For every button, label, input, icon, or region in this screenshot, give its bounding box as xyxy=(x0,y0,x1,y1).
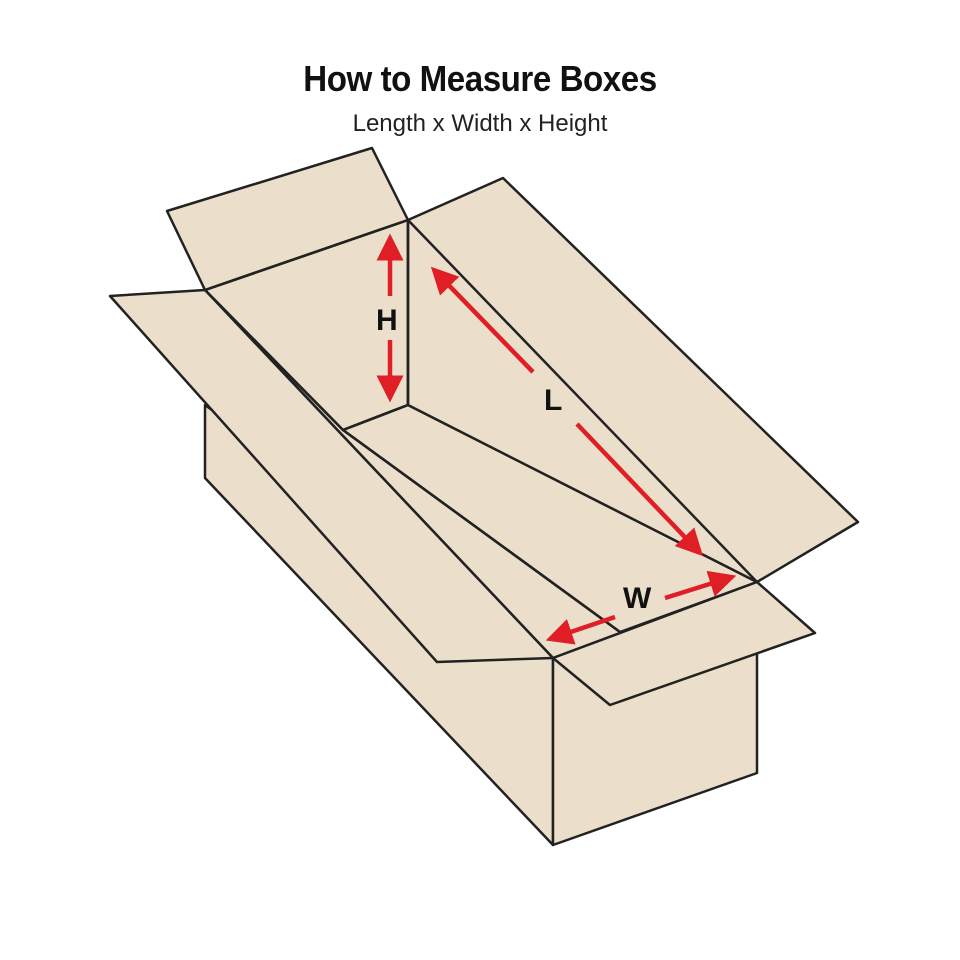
box-front-flap xyxy=(551,580,817,707)
length-label: L xyxy=(544,384,562,417)
width-arrow-left xyxy=(545,614,616,645)
box-inner-edge-2 xyxy=(342,403,409,432)
width-label: W xyxy=(623,582,652,615)
width-arrow-right xyxy=(664,570,737,601)
box-inner-edge-4 xyxy=(204,218,409,292)
height-label: H xyxy=(376,304,398,337)
diagram-subtitle: Length x Width x Height xyxy=(352,110,608,137)
length-arrow-down xyxy=(575,422,704,557)
box-right-flap xyxy=(406,176,860,584)
diagram-title: How to Measure Boxes xyxy=(303,58,657,99)
length-arrow-up xyxy=(430,266,535,374)
